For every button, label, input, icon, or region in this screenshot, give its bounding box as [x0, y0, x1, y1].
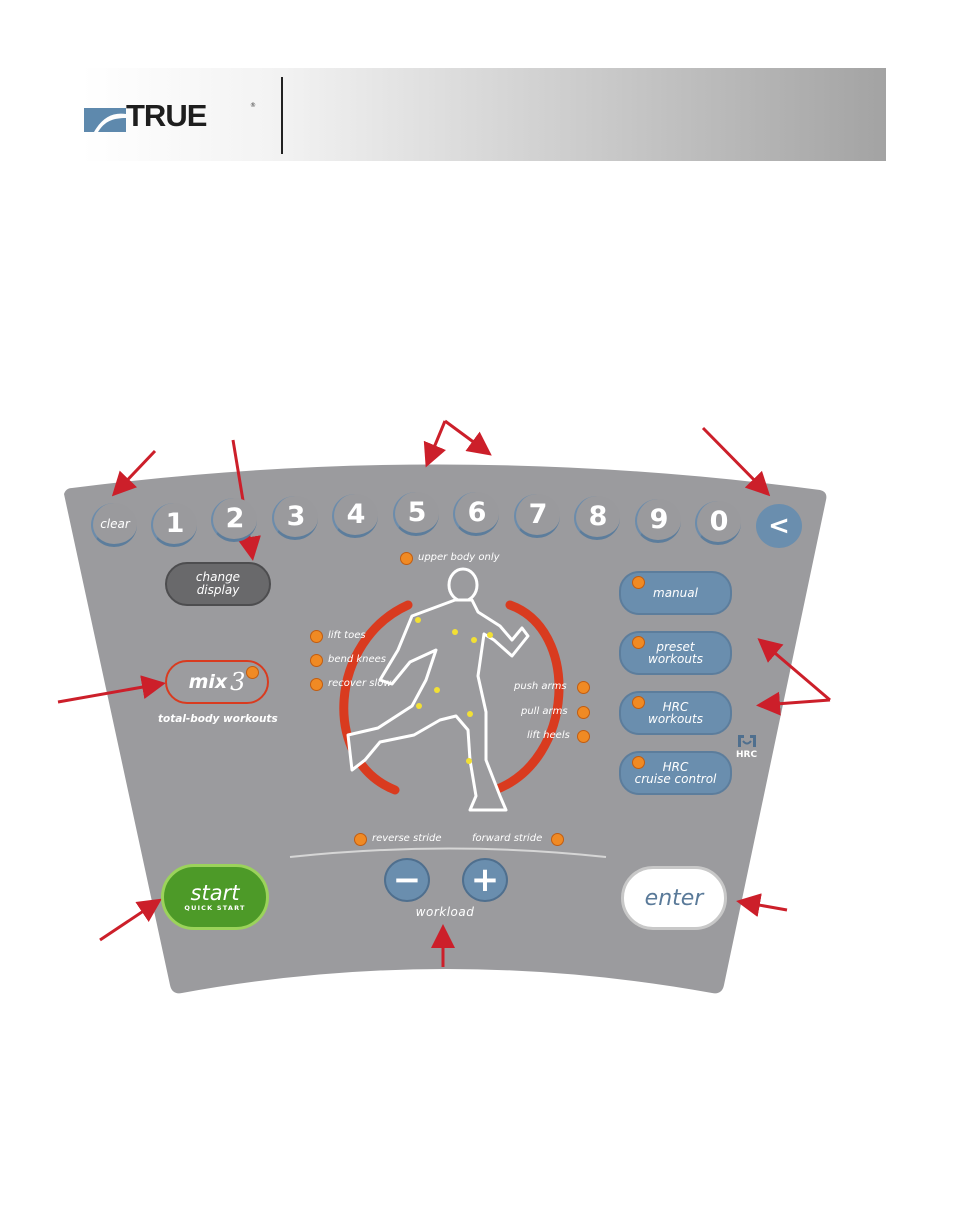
upper-body-only-led	[400, 552, 413, 565]
reverse-stride-led	[354, 833, 367, 846]
quick-start-label: QUICK START	[184, 904, 245, 912]
upper-body-only-label: upper body only	[418, 552, 500, 563]
key-5[interactable]: 5	[393, 492, 439, 536]
manual-label: manual	[653, 587, 698, 599]
key-3[interactable]: 3	[272, 496, 318, 540]
key-6[interactable]: 6	[453, 492, 499, 536]
push-arms-label: push arms	[514, 681, 567, 692]
pull-arms-label: pull arms	[521, 706, 568, 717]
start-button[interactable]: start QUICK START	[161, 864, 269, 930]
lift-toes-led	[310, 630, 323, 643]
workload-minus-button[interactable]: −	[384, 858, 430, 902]
forward-stride-led	[551, 833, 564, 846]
preset-line2: workouts	[648, 653, 703, 665]
workload-plus-button[interactable]: +	[462, 858, 508, 902]
mix3-label: mix	[189, 671, 228, 693]
key-8[interactable]: 8	[574, 496, 620, 540]
cruise-led	[632, 756, 645, 769]
lift-heels-label: lift heels	[527, 730, 570, 741]
workload-label: workload	[380, 905, 510, 919]
back-arrow-key[interactable]: <	[756, 504, 802, 548]
mix3-caption: total-body workouts	[158, 713, 306, 725]
hrc-led	[632, 696, 645, 709]
bend-knees-led	[310, 654, 323, 667]
enter-label: enter	[645, 886, 704, 911]
cruise-line2: cruise control	[635, 773, 717, 785]
start-label: start	[191, 882, 240, 904]
pull-arms-led	[577, 706, 590, 719]
hrc-line2: workouts	[648, 713, 703, 725]
key-7[interactable]: 7	[514, 494, 560, 538]
lift-heels-led	[577, 730, 590, 743]
bend-knees-label: bend knees	[328, 654, 386, 665]
change-display-line2: display	[197, 584, 240, 597]
key-0[interactable]: 0	[695, 501, 741, 545]
hrc-badge: HRC	[736, 750, 757, 760]
key-4[interactable]: 4	[332, 494, 378, 538]
lift-toes-label: lift toes	[328, 630, 366, 641]
mix3-number: 3	[230, 668, 245, 696]
key-2[interactable]: 2	[211, 498, 257, 542]
recover-slow-led	[310, 678, 323, 691]
preset-led	[632, 636, 645, 649]
manual-led	[632, 576, 645, 589]
push-arms-led	[577, 681, 590, 694]
forward-stride-label: forward stride	[472, 833, 542, 844]
reverse-stride-label: reverse stride	[372, 833, 442, 844]
enter-button[interactable]: enter	[621, 866, 727, 930]
clear-key[interactable]: clear	[91, 503, 137, 547]
heart-rate-icon	[736, 733, 758, 749]
change-display-button[interactable]: change display	[165, 562, 271, 606]
recover-slow-label: recover slow	[328, 678, 392, 689]
mix3-led	[246, 666, 259, 679]
key-9[interactable]: 9	[635, 499, 681, 543]
key-1[interactable]: 1	[151, 503, 197, 547]
